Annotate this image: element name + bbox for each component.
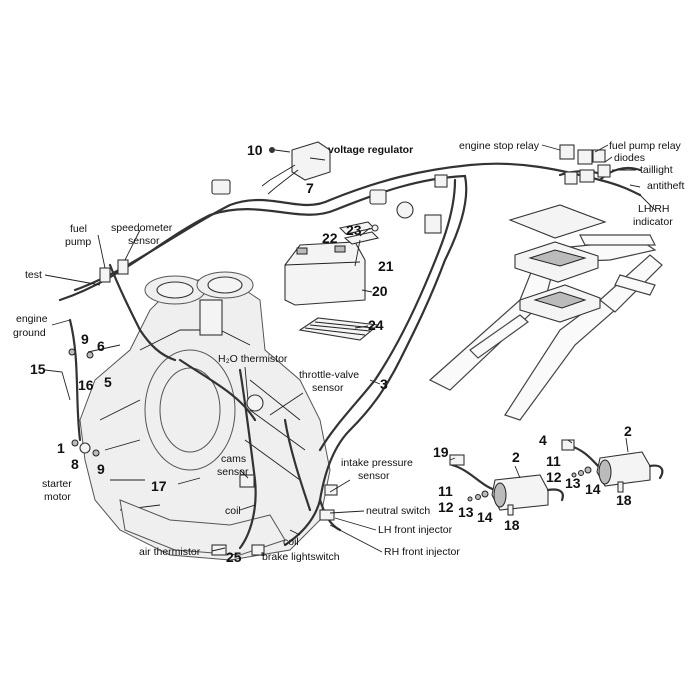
label-coil-right: coil <box>283 536 299 548</box>
ignition-coil-right <box>561 439 664 493</box>
label-throttle-valve-sensor-line2: sensor <box>312 382 344 394</box>
label-lh-front-injector: LH front injector <box>378 524 453 536</box>
ecu-units <box>508 204 607 323</box>
fuse-parts <box>338 221 380 245</box>
callout-11-left: 11 <box>438 483 453 499</box>
label-h2o-thermistor: H₂O thermistor <box>218 353 288 365</box>
callout-10: 10 <box>247 142 263 158</box>
callout-5: 5 <box>104 374 112 390</box>
label-fuel-pump-relay: fuel pump relay <box>609 140 682 152</box>
callout-1: 1 <box>57 440 65 456</box>
relays <box>559 144 611 185</box>
callout-numbers: 10 7 23 22 21 20 24 3 15 9 6 16 5 1 8 9 … <box>30 142 632 565</box>
callout-2-left: 2 <box>512 449 520 465</box>
engine-block <box>79 271 331 561</box>
battery-mat <box>298 317 380 341</box>
callout-11-right: 11 <box>546 453 561 469</box>
label-diodes: diodes <box>614 152 645 164</box>
callout-3: 3 <box>380 376 388 392</box>
label-brake-lightswitch: brake lightswitch <box>262 551 340 563</box>
callout-25: 25 <box>226 549 242 565</box>
callout-18-right: 18 <box>616 492 632 508</box>
callout-21: 21 <box>378 258 394 274</box>
callout-14-right: 14 <box>585 481 601 497</box>
voltage-regulator-part <box>261 141 331 195</box>
label-starter-motor-line2: motor <box>44 491 71 503</box>
callout-7: 7 <box>306 180 314 196</box>
callout-9-lower: 9 <box>97 461 105 477</box>
label-speedometer-sensor-line1: speedometer <box>111 222 173 234</box>
label-air-thermistor: air thermistor <box>139 546 201 558</box>
callout-19: 19 <box>433 444 449 460</box>
callout-2-right: 2 <box>624 423 632 439</box>
label-neutral-switch: neutral switch <box>366 505 430 517</box>
callout-4: 4 <box>539 432 547 448</box>
ignition-coil-left <box>449 454 564 516</box>
label-coil-left: coil <box>225 505 241 517</box>
leader-lines <box>44 144 656 556</box>
label-fuel-pump-line1: fuel <box>70 223 87 235</box>
label-lh-rh-indicator-line2: indicator <box>633 216 673 228</box>
callout-17: 17 <box>151 478 167 494</box>
callout-12-left: 12 <box>438 499 454 515</box>
label-intake-pressure-sensor-line2: sensor <box>358 470 390 482</box>
label-voltage-regulator: voltage regulator <box>328 144 413 156</box>
label-lh-rh-indicator-line1: LH/RH <box>638 203 670 215</box>
callout-24: 24 <box>368 317 384 333</box>
callout-20: 20 <box>372 283 388 299</box>
callout-23: 23 <box>346 222 362 238</box>
callout-22: 22 <box>322 230 338 246</box>
label-test: test <box>25 269 42 281</box>
callout-13-left: 13 <box>458 504 474 520</box>
callout-6: 6 <box>97 338 105 354</box>
callout-9-upper: 9 <box>81 331 89 347</box>
label-speedometer-sensor-line2: sensor <box>128 235 160 247</box>
callout-16: 16 <box>78 377 94 393</box>
component-labels: voltage regulator engine stop relay fuel… <box>13 140 684 563</box>
label-engine-stop-relay: engine stop relay <box>459 140 540 152</box>
label-intake-pressure-sensor-line1: intake pressure <box>341 457 413 469</box>
label-cams-sensor-line2: sensor <box>217 466 249 478</box>
label-engine-ground-line1: engine <box>16 313 48 325</box>
label-throttle-valve-sensor-line1: throttle-valve <box>299 369 359 381</box>
callout-12-right: 12 <box>546 469 562 485</box>
callout-8: 8 <box>71 456 79 472</box>
battery <box>284 241 366 306</box>
label-engine-ground-line2: ground <box>13 327 46 339</box>
callout-15: 15 <box>30 361 46 377</box>
main-harness <box>58 162 642 550</box>
label-fuel-pump-line2: pump <box>65 236 91 248</box>
callout-14-left: 14 <box>477 509 493 525</box>
label-cams-sensor-line1: cams <box>221 453 246 465</box>
label-antitheft: antitheft <box>647 180 684 192</box>
label-starter-motor-line1: starter <box>42 478 72 490</box>
starter-parts <box>68 344 121 457</box>
label-taillight: taillight <box>640 164 673 176</box>
callout-13-right: 13 <box>565 475 581 491</box>
callout-18-left: 18 <box>504 517 520 533</box>
label-rh-front-injector: RH front injector <box>384 546 460 558</box>
